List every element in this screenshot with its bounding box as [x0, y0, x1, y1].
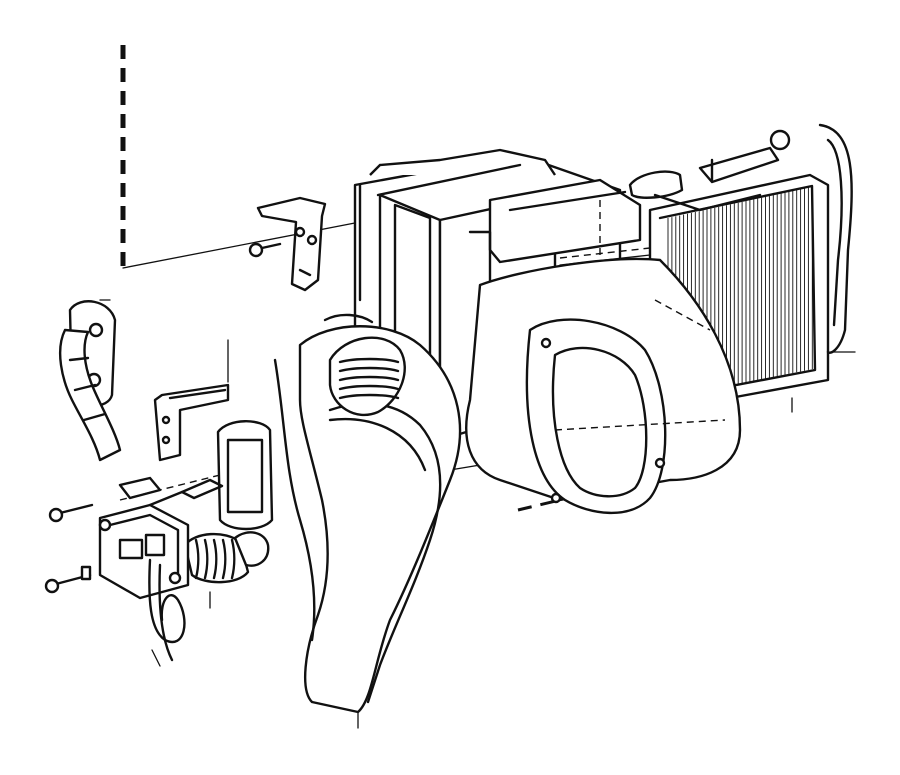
motor-rib	[230, 538, 236, 580]
mounting-bracket	[256, 196, 327, 292]
valve-bracket	[98, 476, 190, 600]
wiring-loop	[148, 558, 186, 662]
angle-bracket	[153, 383, 230, 462]
air-duct-elbow	[273, 313, 462, 714]
hose	[58, 328, 122, 462]
motor-rib	[203, 538, 209, 580]
blower-motor-housing	[465, 257, 742, 515]
duct-louver	[338, 375, 400, 382]
motor-rib	[212, 538, 218, 580]
motor-rib	[221, 538, 227, 580]
blower-motor	[148, 420, 274, 584]
screw	[44, 242, 282, 594]
duct-louver	[338, 366, 400, 373]
duct-louver	[338, 393, 400, 400]
duct-louver	[338, 384, 400, 391]
motor-rib	[194, 538, 200, 580]
duct-louver	[338, 357, 400, 364]
